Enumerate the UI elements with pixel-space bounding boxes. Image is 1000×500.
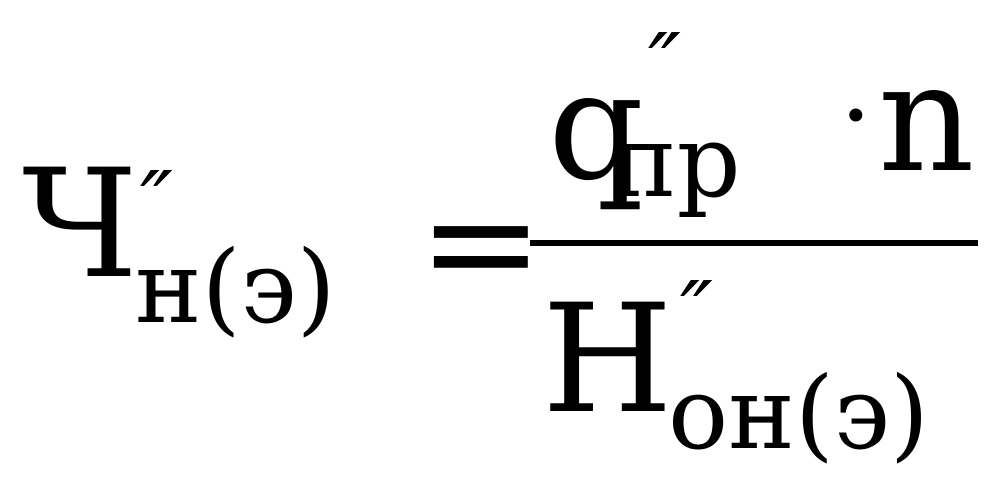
numerator-main-symbol: q: [548, 40, 645, 214]
lhs-main-symbol: Ч: [22, 138, 138, 312]
equals-sign: =: [418, 156, 544, 330]
numerator-subscript: пр: [610, 103, 741, 220]
lhs-subscript: н(э): [135, 229, 336, 346]
denominator-subscript: он(э): [668, 355, 929, 472]
denominator-double-prime: ″: [680, 262, 713, 365]
denominator-main-symbol: Н: [542, 273, 673, 447]
multiplication-dot: ·: [840, 57, 872, 174]
lhs-double-prime: ″: [140, 152, 173, 255]
numerator-double-prime: ″: [648, 14, 681, 117]
fraction-bar: [530, 240, 978, 246]
numerator-factor: n: [878, 32, 975, 206]
